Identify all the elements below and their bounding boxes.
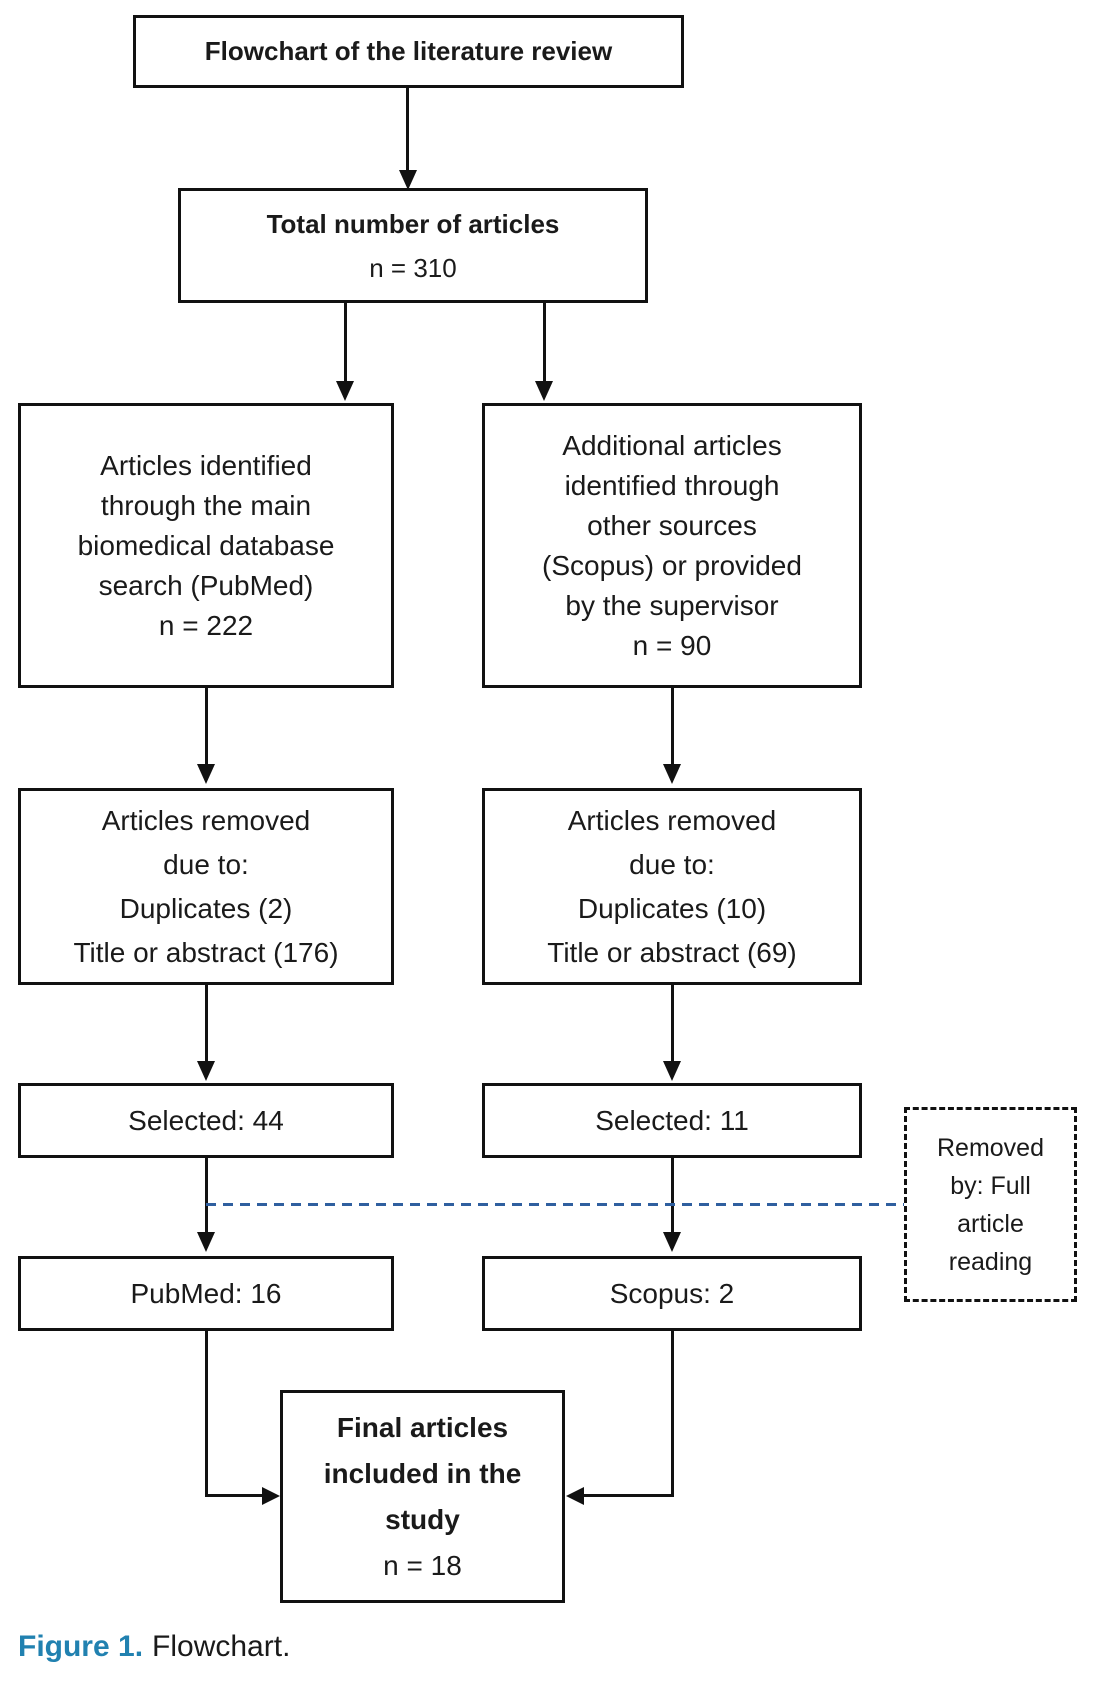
connector-other-to-removed bbox=[671, 688, 674, 766]
pubmed-final-count: PubMed: 16 bbox=[130, 1277, 282, 1309]
connector-pubmed-to-final-arrowhead bbox=[262, 1487, 280, 1505]
text-line: Title or abstract (69) bbox=[547, 936, 797, 968]
text-line: study bbox=[385, 1503, 460, 1535]
text-line: included in the bbox=[323, 1457, 522, 1489]
connector-title-to-total bbox=[406, 88, 409, 172]
text-line: Articles identified bbox=[100, 449, 312, 481]
other-removed-box: Articles removed due to: Duplicates (10)… bbox=[482, 788, 862, 985]
connector-pubmed-to-removed bbox=[205, 688, 208, 766]
connector-pubmed-to-selected bbox=[205, 985, 208, 1061]
text-line: through the main bbox=[100, 489, 312, 521]
other-sources-identified-box: Additional articles identified through o… bbox=[482, 403, 862, 688]
final-articles-count: n = 18 bbox=[383, 1549, 462, 1581]
text-line: due to: bbox=[163, 848, 249, 880]
pubmed-selected-box: Selected: 44 bbox=[18, 1083, 394, 1158]
connector-pubmed-to-removed-arrowhead bbox=[197, 764, 215, 784]
text-line: Articles removed bbox=[101, 804, 311, 836]
pubmed-selected-count: Selected: 44 bbox=[128, 1104, 284, 1136]
connector-other-to-removed-arrowhead bbox=[663, 764, 681, 784]
connector-selected-to-pubmed-final-arrowhead bbox=[197, 1232, 215, 1252]
connector-pubmed-to-final-horizontal bbox=[205, 1494, 265, 1497]
connector-title-to-total-arrowhead bbox=[399, 170, 417, 190]
text-line: Duplicates (2) bbox=[119, 892, 293, 924]
text-line: Title or abstract (176) bbox=[73, 936, 339, 968]
connector-scopus-to-final-horizontal bbox=[584, 1494, 674, 1497]
text-line: n = 222 bbox=[158, 609, 254, 641]
text-line: (Scopus) or provided bbox=[542, 549, 802, 581]
connector-selected-to-pubmed-final bbox=[205, 1158, 208, 1232]
scopus-final-count: Scopus: 2 bbox=[609, 1277, 735, 1309]
total-articles-box: Total number of articles n = 310 bbox=[178, 188, 648, 303]
connector-scopus-to-final-vertical bbox=[671, 1331, 674, 1497]
text-line: by: Full bbox=[950, 1171, 1031, 1200]
connector-selected-to-scopus-final bbox=[671, 1158, 674, 1232]
text-line: search (PubMed) bbox=[98, 569, 314, 601]
text-line: reading bbox=[948, 1247, 1033, 1276]
final-articles-box: Final articles included in the study n =… bbox=[280, 1390, 565, 1603]
connector-pubmed-to-selected-arrowhead bbox=[197, 1061, 215, 1081]
total-articles-count: n = 310 bbox=[369, 252, 457, 283]
flowchart-title-box: Flowchart of the literature review bbox=[133, 15, 684, 88]
connector-total-to-other bbox=[543, 303, 546, 383]
flowchart-title: Flowchart of the literature review bbox=[204, 36, 613, 66]
other-selected-count: Selected: 11 bbox=[595, 1104, 749, 1136]
text-line: Final articles bbox=[336, 1411, 509, 1443]
text-line: biomedical database bbox=[77, 529, 335, 561]
text-line: article bbox=[957, 1209, 1024, 1238]
removed-by-full-reading-note-box: Removed by: Full article reading bbox=[904, 1107, 1077, 1302]
text-line: other sources bbox=[587, 509, 757, 541]
text-line: Articles removed bbox=[567, 804, 777, 836]
other-selected-box: Selected: 11 bbox=[482, 1083, 862, 1158]
pubmed-final-count-box: PubMed: 16 bbox=[18, 1256, 394, 1331]
text-line: by the supervisor bbox=[565, 589, 779, 621]
connector-total-to-other-arrowhead bbox=[535, 381, 553, 401]
connector-total-to-pubmed bbox=[344, 303, 347, 383]
connector-other-to-selected bbox=[671, 985, 674, 1061]
connector-other-to-selected-arrowhead bbox=[663, 1061, 681, 1081]
total-articles-heading: Total number of articles bbox=[266, 208, 560, 239]
text-line: Additional articles bbox=[562, 429, 782, 461]
figure-caption: Figure 1.Flowchart. bbox=[18, 1630, 290, 1664]
scopus-final-count-box: Scopus: 2 bbox=[482, 1256, 862, 1331]
text-line: due to: bbox=[629, 848, 715, 880]
connector-total-to-pubmed-arrowhead bbox=[336, 381, 354, 401]
connector-selected-to-scopus-final-arrowhead bbox=[663, 1232, 681, 1252]
pubmed-identified-box: Articles identified through the main bio… bbox=[18, 403, 394, 688]
text-line: n = 90 bbox=[632, 629, 712, 661]
figure-caption-text: Flowchart. bbox=[152, 1630, 291, 1663]
full-reading-dashed-connector bbox=[206, 1203, 904, 1206]
text-line: Duplicates (10) bbox=[577, 892, 767, 924]
connector-scopus-to-final-arrowhead bbox=[566, 1487, 584, 1505]
connector-pubmed-to-final-vertical bbox=[205, 1331, 208, 1497]
text-line: Removed bbox=[937, 1133, 1044, 1162]
text-line: identified through bbox=[564, 469, 780, 501]
figure-caption-label: Figure 1. bbox=[18, 1630, 144, 1663]
pubmed-removed-box: Articles removed due to: Duplicates (2) … bbox=[18, 788, 394, 985]
